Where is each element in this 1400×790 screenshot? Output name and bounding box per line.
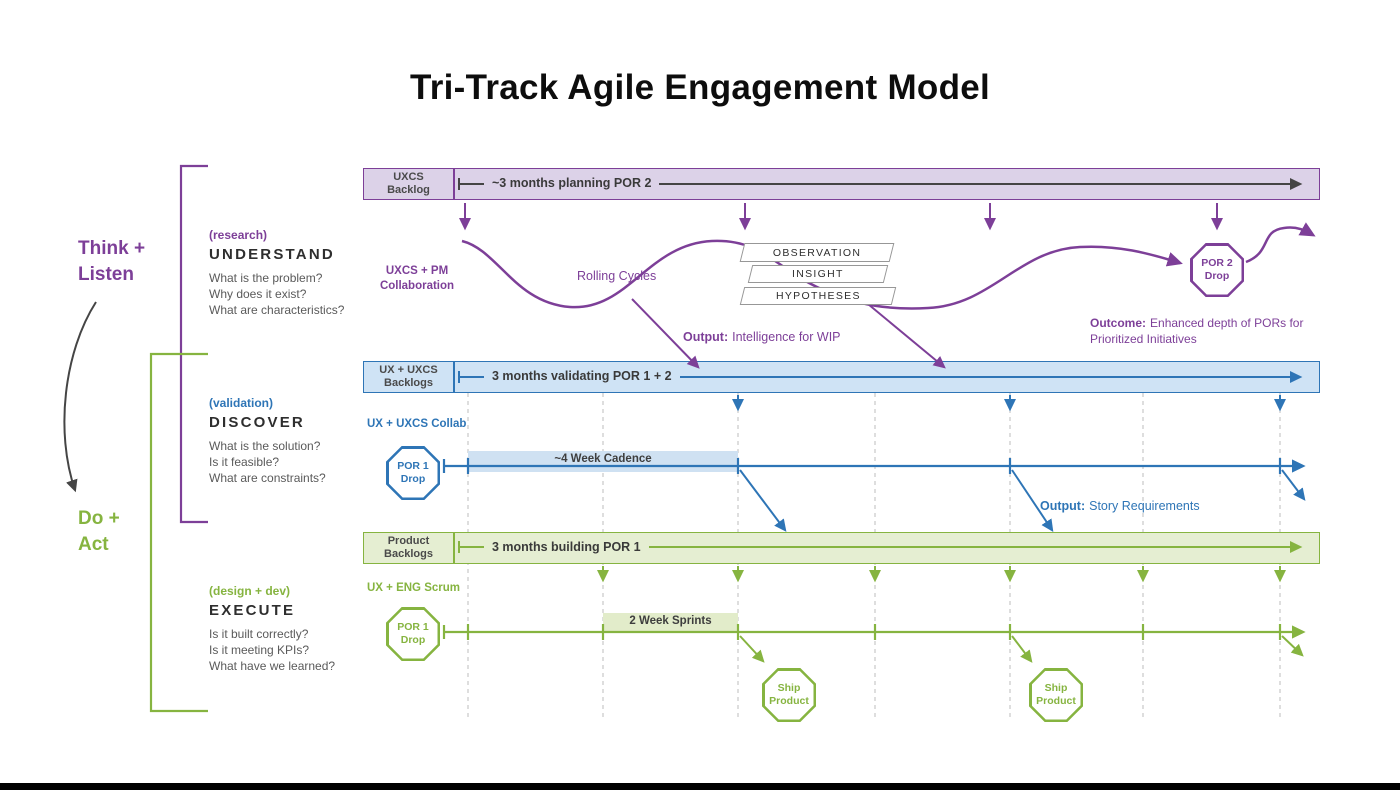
execute-question: Is it built correctly?: [209, 627, 309, 641]
execute-block: (design + dev) EXECUTE Is it built corre…: [209, 584, 384, 674]
research-outcome-label: Outcome:: [1090, 316, 1147, 330]
story-requirement-arrows: [739, 469, 1306, 532]
validation-timeline: [442, 458, 1306, 474]
understand-tag: (research): [209, 228, 268, 242]
build-backlog-label: Product Backlogs: [384, 534, 433, 560]
observation-card: OBSERVATION: [739, 243, 895, 262]
research-outcome-text: Enhanced depth of PORs for Prioritized I…: [1090, 316, 1304, 346]
research-bar-text: ~3 months planning POR 2: [484, 176, 660, 192]
understand-question: Why does it exist?: [209, 287, 307, 302]
research-outcome: Outcome:Enhanced depth of PORs for Prior…: [1090, 316, 1312, 347]
ux-uxcs-collab-label: UX + UXCS Collab: [367, 418, 467, 430]
por1-drop-milestone-validation: POR 1 Drop: [386, 446, 440, 500]
validation-output-label: Output:: [1040, 499, 1086, 513]
validation-drop-arrows: [732, 395, 1286, 412]
ship-product-label: Ship Product: [1036, 681, 1076, 707]
validation-backlog-label: UX + UXCS Backlogs: [379, 363, 438, 389]
ux-eng-scrum-label: UX + ENG Scrum: [367, 582, 460, 594]
execute-question: What have we learned?: [209, 659, 336, 674]
por2-drop-label: POR 2 Drop: [1201, 256, 1233, 282]
research-drop-arrows: [459, 203, 1223, 231]
validation-output: Output:Story Requirements: [1040, 499, 1200, 513]
cadence-label: ~4 Week Cadence: [554, 453, 652, 465]
discover-question: What is the solution?: [209, 439, 321, 453]
por1-drop-milestone-build: POR 1 Drop: [386, 607, 440, 661]
bottom-border-bar: [0, 783, 1400, 790]
do-act-label: Do + Act: [78, 508, 120, 556]
hypotheses-card: HYPOTHESES: [739, 287, 897, 305]
bar-divider: [453, 533, 455, 563]
build-timeline: [442, 624, 1306, 640]
think-listen-label: Think + Listen: [78, 238, 146, 286]
execute-tag: (design + dev): [209, 584, 291, 598]
ship-arrows: [739, 635, 1304, 663]
ship-product-milestone-1: Ship Product: [762, 668, 816, 722]
validation-output-text: Story Requirements: [1089, 499, 1200, 513]
insight-card: INSIGHT: [747, 265, 889, 283]
bar-divider: [453, 169, 455, 199]
research-backlog-label: UXCS Backlog: [387, 170, 430, 196]
ship-product-label: Ship Product: [769, 681, 809, 707]
por1-drop-label: POR 1 Drop: [397, 620, 429, 646]
research-output-text: Intelligence for WIP: [732, 330, 841, 344]
por2-continue-arrow: [1245, 222, 1316, 264]
discover-question: Is it feasible?: [209, 455, 280, 470]
understand-bracket: [179, 164, 208, 524]
discover-question: What are constraints?: [209, 471, 326, 486]
discover-heading: DISCOVER: [209, 414, 305, 431]
execute-question: Is it meeting KPIs?: [209, 643, 310, 658]
discover-tag: (validation): [209, 396, 274, 410]
build-bar-text: 3 months building POR 1: [484, 540, 649, 556]
discover-block: (validation) DISCOVER What is the soluti…: [209, 396, 384, 486]
sprint-band: 2 Week Sprints: [603, 613, 738, 632]
por2-drop-milestone: POR 2 Drop: [1190, 243, 1244, 297]
uxcs-pm-collab-label: UXCS + PM Collaboration: [379, 265, 455, 292]
understand-heading: UNDERSTAND: [209, 246, 335, 263]
rolling-cycles-label: Rolling Cycles: [577, 269, 657, 283]
think-to-do-arrow: [63, 301, 97, 493]
understand-question: What are characteristics?: [209, 303, 345, 318]
ship-product-milestone-2: Ship Product: [1029, 668, 1083, 722]
understand-question: What is the problem?: [209, 271, 323, 285]
understand-block: (research) UNDERSTAND What is the proble…: [209, 228, 384, 318]
insight-label: INSIGHT: [792, 268, 844, 280]
research-output-label: Output:: [683, 330, 729, 344]
build-drop-arrows: [597, 566, 1286, 583]
observation-label: OBSERVATION: [772, 246, 862, 259]
execute-heading: EXECUTE: [209, 602, 296, 619]
sprint-label: 2 Week Sprints: [629, 615, 712, 627]
page-title: Tri-Track Agile Engagement Model: [409, 68, 991, 107]
bar-divider: [453, 362, 455, 392]
wip-arrow-1: [631, 298, 700, 369]
execute-bracket: [149, 352, 208, 713]
por1-drop-label: POR 1 Drop: [397, 459, 429, 485]
research-output: Output:Intelligence for WIP: [683, 330, 841, 344]
hypotheses-label: HYPOTHESES: [775, 290, 861, 302]
validation-bar-text: 3 months validating POR 1 + 2: [484, 369, 680, 385]
wip-arrow-2: [867, 303, 946, 369]
